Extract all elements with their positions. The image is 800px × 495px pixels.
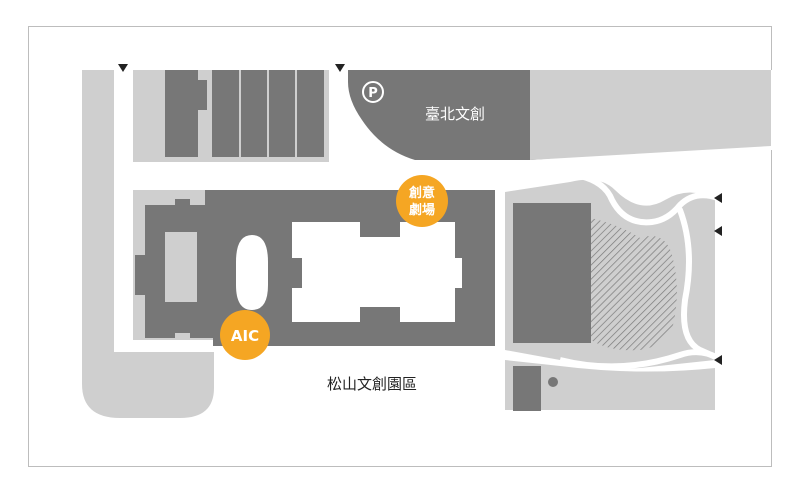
taipei-culture-label: 臺北文創 xyxy=(425,105,485,123)
north-building-west xyxy=(165,70,207,157)
east-building xyxy=(513,203,591,343)
entrance-arrow-east-2 xyxy=(714,226,722,236)
parking-label: P xyxy=(368,86,378,101)
southeast-marker-dot xyxy=(548,377,558,387)
parking-icon xyxy=(362,81,384,103)
entrance-arrows xyxy=(118,64,722,365)
oval-courtyard xyxy=(236,235,268,310)
creative-theater-line2: 劇場 xyxy=(409,202,435,218)
entrance-arrow-east-3 xyxy=(714,355,722,365)
east-path-curve xyxy=(559,349,720,370)
southeast-building xyxy=(513,366,541,411)
aic-marker[interactable]: AIC xyxy=(220,310,270,360)
hatched-pond xyxy=(591,218,677,351)
central-courtyard xyxy=(292,222,462,322)
creative-theater-marker[interactable]: 創意 劇場 xyxy=(396,175,448,227)
southeast-ground xyxy=(505,360,715,410)
entrance-arrow-north-west xyxy=(118,64,128,72)
west-courtyard xyxy=(165,232,197,302)
entrance-arrow-north xyxy=(335,64,345,72)
winding-path xyxy=(577,173,721,361)
east-light-area xyxy=(530,70,771,160)
north-building-dividers xyxy=(239,70,297,157)
west-road xyxy=(82,70,214,418)
entrance-arrow-east-1 xyxy=(714,193,722,203)
aic-label: AIC xyxy=(231,327,259,345)
songshan-park-label: 松山文創園區 xyxy=(327,375,417,393)
creative-theater-line1: 創意 xyxy=(408,185,435,201)
